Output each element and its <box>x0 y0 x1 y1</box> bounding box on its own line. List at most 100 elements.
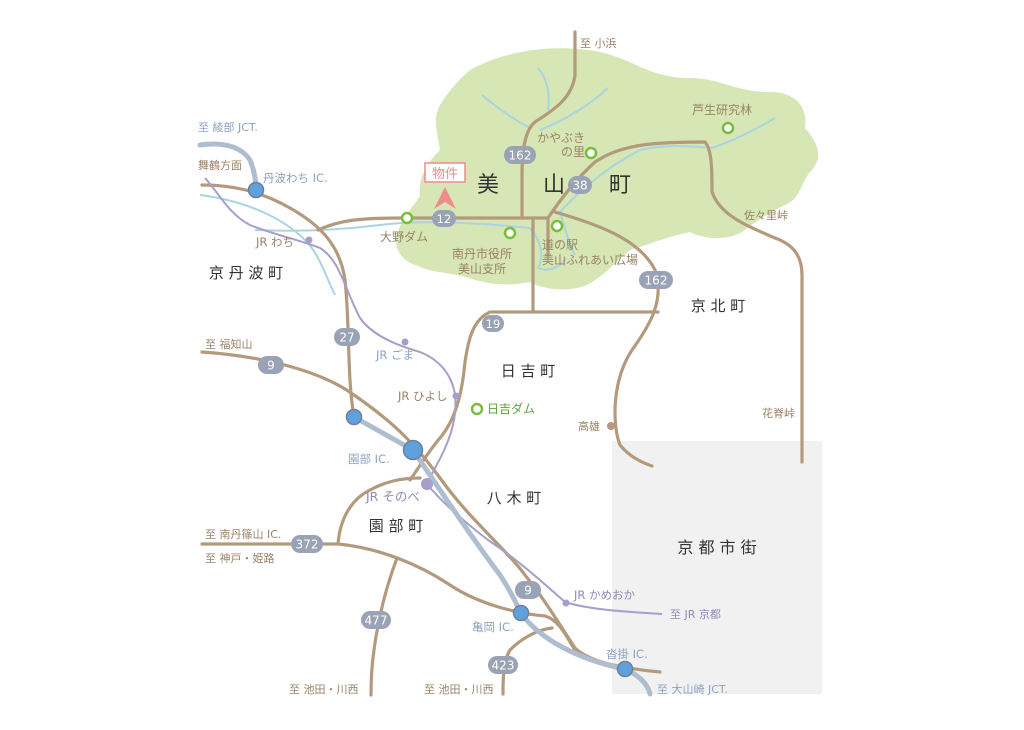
town-yagi: 八 木 町 <box>487 489 542 507</box>
station-marker <box>421 478 433 490</box>
label-line: の里 <box>561 145 585 159</box>
poi-markers <box>400 121 735 416</box>
route-shield: 9 <box>515 581 541 599</box>
place-labels: 芦生研究林 かやぶきの里 大野ダム 南丹市役所美山支所 道の駅美山ふれあい広場 … <box>380 102 795 433</box>
route-number: 38 <box>572 179 587 193</box>
label-sasarito: 佐々里峠 <box>744 208 788 222</box>
route-number: 423 <box>492 659 515 673</box>
town-sonobe: 園 部 町 <box>369 517 424 535</box>
property-marker: 物件 <box>424 162 466 209</box>
label-ic-tamba-wachi: 丹波わち IC. <box>263 171 328 185</box>
river-line <box>529 227 567 271</box>
route-shields: 162 38 12 162 19 27 9 372 9 477 423 <box>258 146 673 674</box>
river-line <box>199 194 336 296</box>
property-label-box <box>424 162 466 183</box>
road-route-162-south <box>553 210 660 468</box>
town-hiyoshi: 日 吉 町 <box>501 362 556 380</box>
town-miyama-char: 町 <box>609 173 631 198</box>
station-marker <box>562 599 570 607</box>
label-kayabuki: かやぶきの里 <box>537 131 585 159</box>
town-kyotanba: 京 丹 波 町 <box>209 264 283 282</box>
route-shield: 38 <box>568 176 592 194</box>
road-route-12 <box>316 216 550 232</box>
station-marker <box>452 392 460 400</box>
road-route-477 <box>369 556 399 697</box>
station-marker <box>401 338 409 346</box>
label-jr-hiyoshi: JR ひよし <box>397 389 448 403</box>
route-number: 19 <box>486 317 501 331</box>
jr-stations <box>305 236 570 607</box>
town-miyama-char: 山 <box>543 173 565 198</box>
poi-marker <box>584 146 598 160</box>
interchanges <box>247 181 634 678</box>
route-number: 9 <box>524 584 532 598</box>
rivers <box>199 67 776 296</box>
poi-marker <box>470 402 484 416</box>
ic-marker <box>247 181 265 199</box>
label-hanase: 花脊峠 <box>762 406 795 420</box>
direction-ikeda-kawanishi: 至 池田・川西 <box>289 683 359 696</box>
route-shield: 162 <box>504 146 536 164</box>
road-connector <box>336 542 577 652</box>
label-line: 美山ふれあい広場 <box>542 253 638 267</box>
ic-marker <box>402 439 424 461</box>
route-number: 162 <box>509 149 532 163</box>
direction-fukuchiyama: 至 福知山 <box>205 337 253 351</box>
poi-marker <box>400 211 414 225</box>
direction-oyamazaki-jct: 至 大山崎 JCT. <box>657 682 728 696</box>
route-shield: 27 <box>334 328 360 346</box>
route-number: 162 <box>645 274 668 288</box>
label-line: 南丹市役所 <box>452 246 512 261</box>
poi-marker <box>503 226 517 240</box>
label-hiyoshi-dam: 日吉ダム <box>487 401 535 416</box>
river-line <box>481 94 531 129</box>
route-number: 27 <box>339 331 354 345</box>
road-route-372 <box>200 476 422 546</box>
direction-kobe-himeji: 至 神戸・姫路 <box>205 551 275 565</box>
ic-marker <box>616 660 634 678</box>
label-ic-sonobe: 園部 IC. <box>348 452 390 466</box>
route-number: 12 <box>437 212 452 226</box>
direction-jr-kyoto: 至 JR 京都 <box>670 607 721 621</box>
takao-marker <box>607 422 615 430</box>
road-route-27 <box>200 183 356 419</box>
town-labels: 美 山 町 京 丹 波 町 京 北 町 日 吉 町 八 木 町 園 部 町 京 … <box>209 173 757 557</box>
town-keihoku: 京 北 町 <box>691 297 746 315</box>
label-ic-kameoka: 亀岡 IC. <box>472 620 514 634</box>
town-kyoto-city: 京 都 市 街 <box>677 538 756 557</box>
river-line <box>254 221 531 232</box>
route-number: 9 <box>267 359 275 373</box>
route-shield: 477 <box>361 611 391 629</box>
label-ic-kutsukake: 沓掛 IC. <box>606 647 648 661</box>
road-route-38 <box>546 140 804 464</box>
station-labels: JR わち JR ごま JR ひよし JR そのべ JR かめおか <box>255 235 636 602</box>
route-number: 477 <box>365 614 388 628</box>
label-jr-kameoka: JR かめおか <box>573 588 636 602</box>
river-line <box>539 87 609 131</box>
route-shield: 372 <box>291 535 323 553</box>
label-ono-dam: 大野ダム <box>380 229 428 244</box>
poi-marker <box>550 219 564 233</box>
label-line: 美山支所 <box>458 262 506 276</box>
label-city-office: 南丹市役所美山支所 <box>452 246 512 276</box>
label-line: 道の駅 <box>542 238 578 252</box>
property-label: 物件 <box>432 167 458 182</box>
label-line: かやぶき <box>537 131 585 145</box>
label-michi-no-eki: 道の駅美山ふれあい広場 <box>542 238 638 267</box>
label-jr-wachi: JR わち <box>255 235 294 249</box>
route-shield: 423 <box>488 656 518 674</box>
property-arrow-icon <box>434 187 456 209</box>
miyama-town-area <box>396 48 819 290</box>
ic-marker <box>512 604 530 622</box>
kyoto-city-area <box>612 441 822 694</box>
town-miyama-char: 美 <box>477 173 499 198</box>
route-shield: 9 <box>258 356 284 374</box>
label-jr-goma: JR ごま <box>375 348 414 362</box>
direction-ayabe-jct: 至 綾部 JCT. <box>198 120 258 134</box>
direction-labels: 至 小浜 至 綾部 JCT. 舞鶴方面 至 福知山 至 南丹篠山 IC. 至 神… <box>198 37 728 696</box>
route-number: 372 <box>296 538 319 552</box>
route-shield: 12 <box>432 210 456 227</box>
ic-labels: 丹波わち IC. 園部 IC. 亀岡 IC. 沓掛 IC. <box>263 171 648 661</box>
